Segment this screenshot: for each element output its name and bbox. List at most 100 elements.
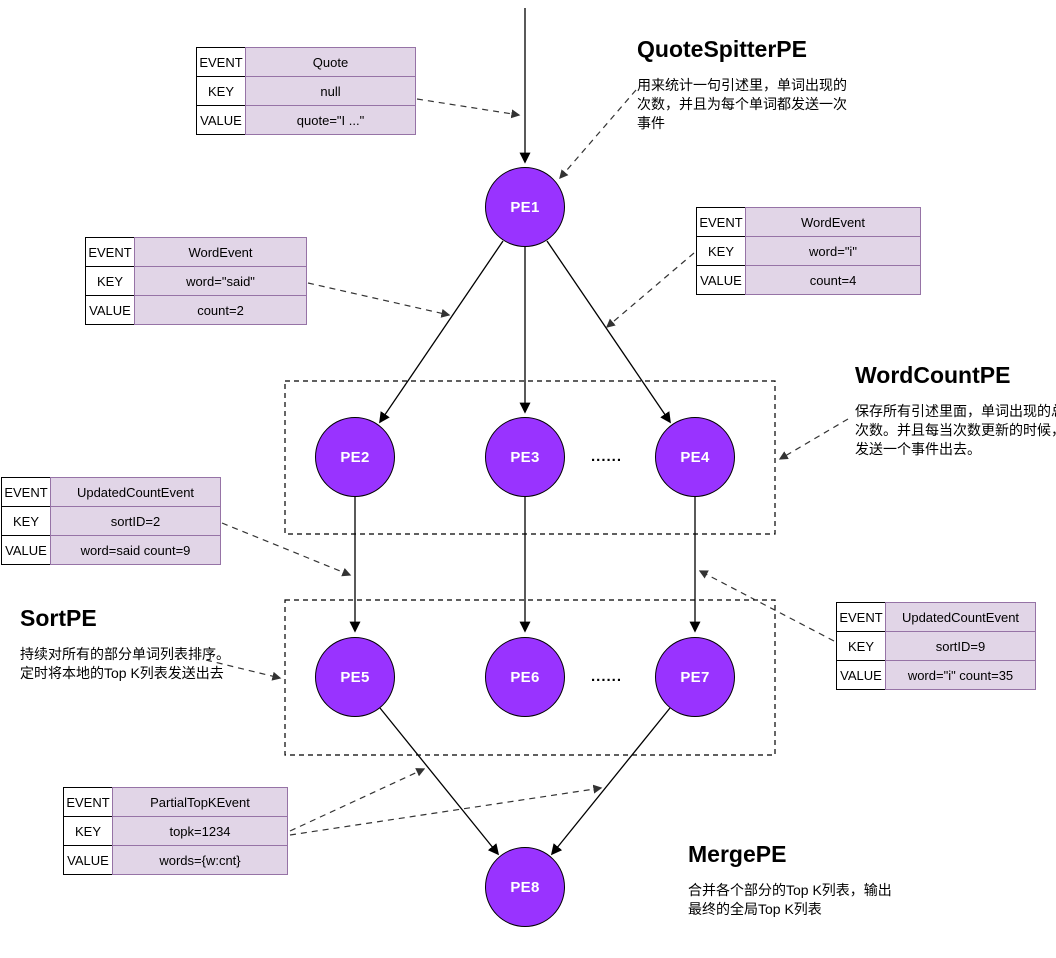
event-value-cell: WordEvent (745, 207, 921, 237)
annotation-merge: MergePE 合并各个部分的Top K列表，输出 最终的全局Top K列表 (688, 841, 892, 919)
event-label-cell: EVENT (696, 207, 746, 237)
event-table-wordevent-i: EVENT WordEvent KEY word="i" VALUE count… (696, 207, 921, 295)
event-value-cell: PartialTopKEvent (112, 787, 288, 817)
ellipsis-row1: ...... (591, 448, 623, 465)
annotation-line: 最终的全局Top K列表 (688, 901, 822, 917)
event-value-cell: UpdatedCountEvent (885, 602, 1036, 632)
annotation-title: QuoteSpitterPE (637, 36, 807, 62)
event-label-cell: EVENT (85, 237, 135, 267)
key-label-cell: KEY (63, 816, 113, 846)
annotation-line: 用来统计一句引述里，单词出现的 (637, 77, 847, 93)
annotation-line: 次数。并且每当次数更新的时候， (855, 422, 1056, 438)
edge-pe5-pe8 (379, 707, 500, 856)
node-pe6: PE6 (485, 637, 565, 717)
edge-pe1-pe2 (379, 240, 504, 424)
node-pe5: PE5 (315, 637, 395, 717)
link-updatedcount-said-to-edge (221, 522, 352, 577)
table-row: VALUE count=2 (85, 295, 307, 325)
value-label-cell: VALUE (196, 105, 246, 135)
sort-group-box (284, 599, 776, 756)
value-label-cell: VALUE (836, 660, 886, 690)
link-updatedcount-i-to-edge (698, 570, 835, 642)
annotation-title: SortPE (20, 605, 97, 631)
table-row: KEY sortID=2 (1, 506, 221, 536)
event-label-cell: EVENT (836, 602, 886, 632)
table-row: EVENT Quote (196, 47, 416, 77)
annotation-wordcount: WordCountPE 保存所有引述里面，单词出现的总 次数。并且每当次数更新的… (855, 362, 1056, 459)
key-value-cell: sortID=2 (50, 506, 221, 536)
table-row: KEY sortID=9 (836, 631, 1036, 661)
event-table-updatedcount-said: EVENT UpdatedCountEvent KEY sortID=2 VAL… (1, 477, 221, 565)
event-value-cell: Quote (245, 47, 416, 77)
event-table-partialtopk: EVENT PartialTopKEvent KEY topk=1234 VAL… (63, 787, 288, 875)
event-label-cell: EVENT (63, 787, 113, 817)
table-row: VALUE words={w:cnt} (63, 845, 288, 875)
annotation-line: 定时将本地的Top K列表发送出去 (20, 665, 224, 681)
key-value-cell: topk=1234 (112, 816, 288, 846)
link-wordevent-said-to-edge (307, 282, 451, 318)
link-partialtopk-to-pe5-edge (289, 768, 426, 832)
node-label: PE7 (680, 668, 710, 686)
annotation-line: 保存所有引述里面，单词出现的总 (855, 403, 1056, 419)
table-row: VALUE count=4 (696, 265, 921, 295)
edge-pe7-pe8 (550, 707, 671, 856)
event-value-cell: WordEvent (134, 237, 307, 267)
link-quotespitter-note-to-pe1 (559, 89, 637, 180)
value-label-cell: VALUE (85, 295, 135, 325)
node-label: PE8 (510, 878, 540, 896)
table-row: KEY word="said" (85, 266, 307, 296)
annotation-body: 持续对所有的部分单词列表排序。 定时将本地的Top K列表发送出去 (20, 645, 230, 683)
node-pe8: PE8 (485, 847, 565, 927)
node-label: PE5 (340, 668, 370, 686)
key-value-cell: word="said" (134, 266, 307, 296)
link-sort-note-to-box (205, 659, 282, 681)
node-label: PE1 (510, 198, 540, 216)
key-label-cell: KEY (836, 631, 886, 661)
event-value-cell: UpdatedCountEvent (50, 477, 221, 507)
node-pe3: PE3 (485, 417, 565, 497)
node-label: PE6 (510, 668, 540, 686)
annotation-line: 事件 (637, 115, 665, 131)
annotation-body: 保存所有引述里面，单词出现的总 次数。并且每当次数更新的时候， 发送一个事件出去… (855, 402, 1056, 459)
event-table-wordevent-said: EVENT WordEvent KEY word="said" VALUE co… (85, 237, 307, 325)
table-row: EVENT UpdatedCountEvent (1, 477, 221, 507)
key-label-cell: KEY (1, 506, 51, 536)
annotation-line: 持续对所有的部分单词列表排序。 (20, 646, 230, 662)
node-label: PE4 (680, 448, 710, 466)
value-label-cell: VALUE (63, 845, 113, 875)
value-value-cell: quote="I ..." (245, 105, 416, 135)
value-value-cell: count=2 (134, 295, 307, 325)
key-label-cell: KEY (696, 236, 746, 266)
annotation-sort: SortPE 持续对所有的部分单词列表排序。 定时将本地的Top K列表发送出去 (20, 605, 230, 683)
link-partialtopk-to-pe7-edge (289, 784, 603, 836)
value-value-cell: count=4 (745, 265, 921, 295)
value-value-cell: word="i" count=35 (885, 660, 1036, 690)
table-row: KEY null (196, 76, 416, 106)
key-value-cell: word="i" (745, 236, 921, 266)
node-pe7: PE7 (655, 637, 735, 717)
table-row: VALUE word="i" count=35 (836, 660, 1036, 690)
table-row: VALUE quote="I ..." (196, 105, 416, 135)
table-row: KEY topk=1234 (63, 816, 288, 846)
key-value-cell: sortID=9 (885, 631, 1036, 661)
edge-pe1-pe4 (546, 240, 671, 424)
node-pe4: PE4 (655, 417, 735, 497)
node-label: PE2 (340, 448, 370, 466)
annotation-line: 发送一个事件出去。 (855, 441, 981, 457)
value-label-cell: VALUE (696, 265, 746, 295)
table-row: EVENT WordEvent (85, 237, 307, 267)
annotation-quotespitter: QuoteSpitterPE 用来统计一句引述里，单词出现的 次数，并且为每个单… (637, 36, 847, 133)
annotation-line: 次数，并且为每个单词都发送一次 (637, 96, 847, 112)
table-row: EVENT WordEvent (696, 207, 921, 237)
table-row: KEY word="i" (696, 236, 921, 266)
event-label-cell: EVENT (196, 47, 246, 77)
event-table-quote: EVENT Quote KEY null VALUE quote="I ..." (196, 47, 416, 135)
key-label-cell: KEY (196, 76, 246, 106)
table-row: VALUE word=said count=9 (1, 535, 221, 565)
event-label-cell: EVENT (1, 477, 51, 507)
node-pe1: PE1 (485, 167, 565, 247)
value-label-cell: VALUE (1, 535, 51, 565)
value-value-cell: words={w:cnt} (112, 845, 288, 875)
